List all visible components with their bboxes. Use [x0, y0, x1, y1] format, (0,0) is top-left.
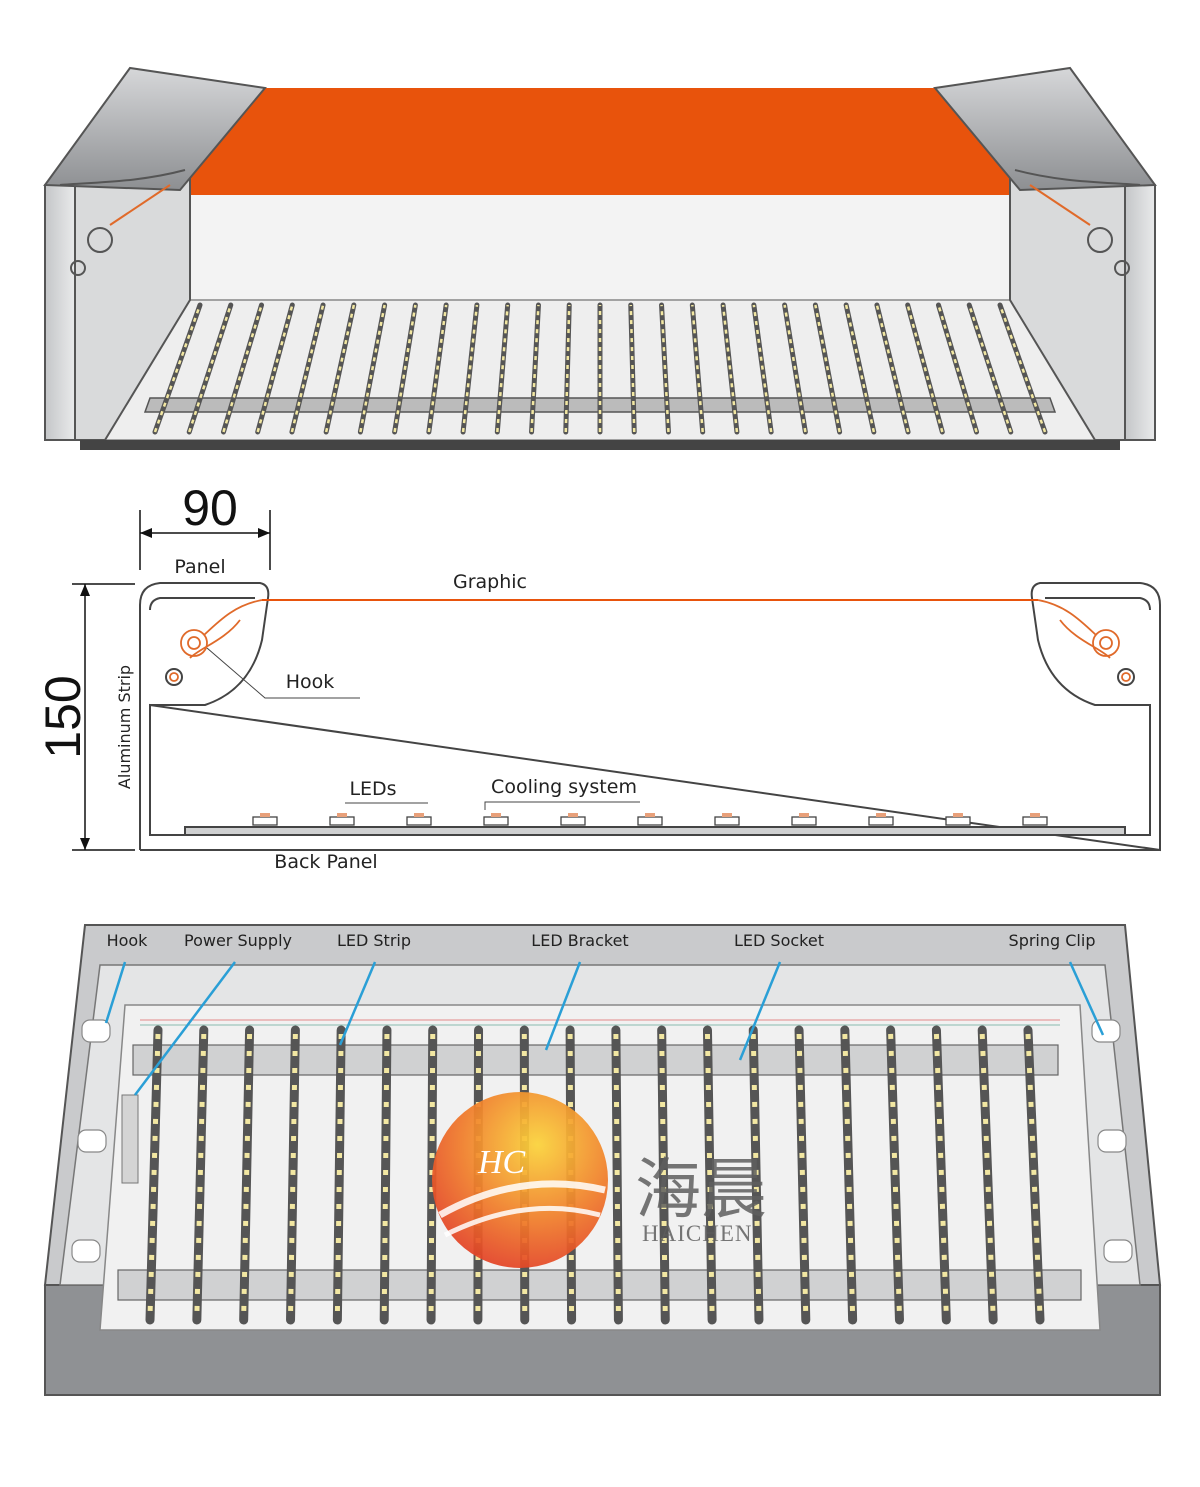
label-cooling-system: Cooling system — [491, 776, 637, 798]
section-led-module — [329, 816, 355, 826]
perspective-led-chips — [324, 304, 356, 433]
dimension-width: 90 — [182, 480, 238, 536]
perspective-led-chips — [461, 304, 479, 433]
section-led-module — [637, 816, 663, 826]
perspective-led-chips — [783, 304, 807, 433]
brand-logo: HC 海晨 HAICHEN — [432, 1092, 767, 1268]
power-supply — [121, 1094, 139, 1184]
section-led-chip — [722, 813, 732, 817]
perspective-led-chips — [660, 304, 670, 433]
section-hooks — [169, 599, 1131, 682]
perspective-led-strip — [152, 302, 203, 435]
section-led-module — [560, 816, 586, 826]
perspective-view — [43, 66, 1157, 450]
led-bracket-bottom — [117, 1269, 1082, 1301]
section-led-chip — [491, 813, 501, 817]
right-aluminum-frame — [933, 66, 1157, 441]
label-graphic: Graphic — [453, 571, 527, 593]
led-strip — [379, 1025, 392, 1325]
led-strip — [657, 1025, 670, 1325]
perspective-led-chips — [844, 304, 876, 433]
section-led-chip — [337, 813, 347, 817]
label-power-supply: Power Supply — [184, 931, 292, 950]
label-spring-clip: Spring Clip — [1009, 931, 1096, 950]
led-strip — [286, 1025, 300, 1325]
label-back-panel: Back Panel — [274, 851, 377, 873]
callout-leaders — [104, 961, 1105, 1096]
base-bar — [80, 440, 1120, 450]
led-strip — [145, 1025, 163, 1325]
section-led-chip — [799, 813, 809, 817]
perspective-led-strip — [997, 302, 1048, 435]
perspective-led-chips — [359, 304, 386, 433]
top-view: HC 海晨 HAICHEN Hook Power Supply LED Strip L… — [43, 924, 1162, 1396]
led-strip — [931, 1025, 951, 1325]
section-frame — [139, 582, 1161, 852]
led-strip — [332, 1025, 346, 1325]
perspective-led-chips — [530, 304, 540, 433]
box-interior — [180, 195, 1020, 305]
perspective-led-chips — [937, 304, 978, 433]
section-led-module — [791, 816, 817, 826]
section-led-chip — [1030, 813, 1040, 817]
logo-chinese: 海晨 — [635, 1151, 767, 1228]
perspective-led-chips — [691, 304, 704, 433]
perspective-led-chips — [222, 304, 263, 433]
section-led-module — [868, 816, 894, 826]
perspective-led-chips — [256, 304, 294, 433]
label-led-bracket: LED Bracket — [531, 931, 628, 950]
perspective-led-chips — [814, 304, 841, 433]
label-led-socket: LED Socket — [734, 931, 824, 950]
led-strip — [977, 1025, 998, 1325]
label-panel: Panel — [174, 556, 225, 578]
left-aluminum-frame — [43, 66, 267, 441]
dimension-height: 150 — [35, 675, 91, 758]
perspective-led-chips — [721, 304, 739, 433]
led-bracket-top — [132, 1044, 1059, 1076]
perspective-led-chips — [629, 304, 636, 433]
graphic-sheet — [160, 88, 1040, 195]
perspective-led-chips — [906, 304, 944, 433]
logo-english: HAICHEN — [642, 1221, 753, 1246]
section-led-module — [1022, 816, 1048, 826]
led-strip — [239, 1025, 255, 1325]
perspective-led-chips — [496, 304, 509, 433]
label-hook: Hook — [286, 671, 335, 693]
led-strip — [426, 1025, 438, 1325]
led-strip — [1023, 1025, 1045, 1325]
perspective-led-chips — [290, 304, 325, 433]
led-strip — [886, 1025, 904, 1325]
section-led-module — [483, 816, 509, 826]
label-hook-top: Hook — [107, 931, 149, 950]
led-strip — [192, 1025, 209, 1325]
section-led-module — [252, 816, 278, 826]
led-strip — [840, 1025, 858, 1325]
cross-section-view: 90 150 Aluminum Strip Panel Graphic Hook — [35, 480, 1161, 873]
perspective-led-chips — [427, 304, 448, 433]
section-led-chip — [260, 813, 270, 817]
section-led-module — [714, 816, 740, 826]
label-aluminum-strip: Aluminum Strip — [115, 665, 134, 789]
label-leds: LEDs — [349, 778, 396, 800]
perspective-led-chips — [968, 304, 1012, 433]
section-leds — [252, 813, 1048, 826]
perspective-led-chips — [752, 304, 773, 433]
led-strip — [702, 1025, 717, 1325]
section-led-chip — [876, 813, 886, 817]
perspective-led-chips — [393, 304, 417, 433]
section-led-chip — [568, 813, 578, 817]
label-led-strip: LED Strip — [337, 931, 411, 950]
led-strip — [748, 1025, 764, 1325]
led-strip — [794, 1025, 811, 1325]
perspective-led-chips — [564, 304, 571, 433]
led-strip — [611, 1025, 623, 1325]
logo-initials: HC — [477, 1144, 526, 1181]
section-led-chip — [414, 813, 424, 817]
section-led-chip — [953, 813, 963, 817]
perspective-led-chips — [188, 304, 232, 433]
perspective-led-chips — [875, 304, 910, 433]
section-led-module — [406, 816, 432, 826]
section-led-module — [945, 816, 971, 826]
section-led-chip — [645, 813, 655, 817]
